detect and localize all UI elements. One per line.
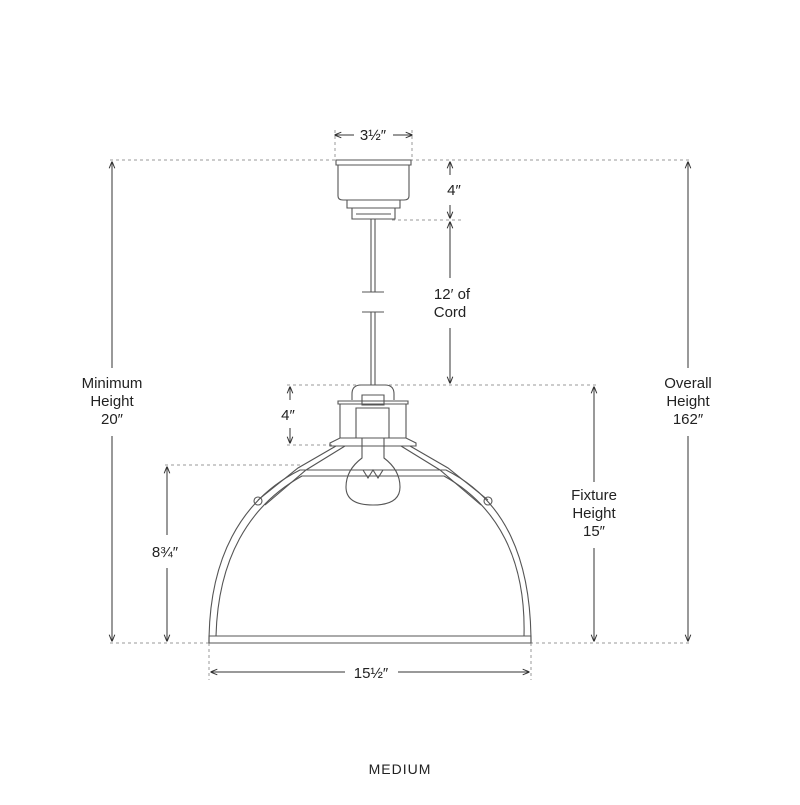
dimension-lines: [112, 135, 688, 672]
fixture-height-label-line1: Fixture: [571, 487, 617, 504]
overall-height-label-line3: 162″: [673, 411, 704, 428]
size-caption: MEDIUM: [369, 761, 432, 777]
socket-housing: [329, 384, 417, 447]
cord: [362, 219, 384, 385]
fixture-height-label-line2: Height: [572, 505, 616, 522]
extension-lines: [110, 130, 690, 680]
bulb: [345, 438, 401, 506]
socket-height-label: 4″: [281, 407, 295, 424]
fixture-height-label-line3: 15″: [583, 523, 606, 540]
shade: [208, 469, 532, 644]
canopy-height-label: 4″: [447, 182, 461, 199]
cord-length-label-line1: 12′ of: [434, 286, 471, 303]
shade-width-label: 15½″: [354, 665, 389, 682]
minimum-height-label-line2: Height: [90, 393, 134, 410]
minimum-height-label-line1: Minimum: [82, 375, 143, 392]
dimension-labels: 3½″ 4″ 12′ of Cord 4″ 8¾″ 15½″ Minimum H…: [82, 127, 712, 682]
fixture-illustration: [208, 159, 532, 644]
minimum-height-label-line3: 20″: [101, 411, 124, 428]
canopy-width-label: 3½″: [360, 127, 387, 144]
overall-height-label-line1: Overall: [664, 375, 712, 392]
cord-length-label-line2: Cord: [434, 304, 467, 321]
canopy: [335, 159, 412, 220]
overall-height-label-line2: Height: [666, 393, 710, 410]
shade-height-label: 8¾″: [152, 544, 179, 561]
